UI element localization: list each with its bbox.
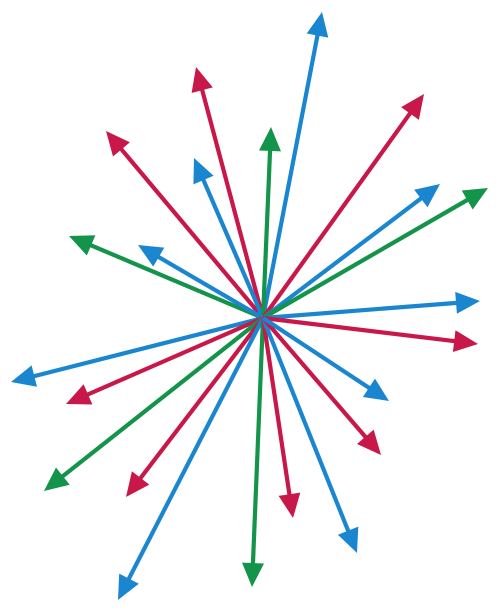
arrow-blue-w: [11, 315, 264, 387]
arrow-green-wnw: [69, 235, 264, 320]
arrow-red-nw: [106, 131, 265, 320]
arrow-shaft: [261, 316, 370, 442]
arrow-shaft: [58, 316, 265, 481]
arrow-shaft: [260, 317, 293, 499]
arrow-green-sw: [44, 316, 265, 491]
arrow-head: [138, 245, 165, 267]
arrow-green-s: [242, 317, 266, 587]
arrow-green-ene: [261, 188, 488, 320]
arrow-shaft: [199, 175, 265, 319]
arrow-shaft: [260, 146, 273, 319]
arrow-shaft: [83, 316, 264, 398]
arrow-red-sw: [126, 316, 265, 497]
arrow-shaft: [262, 300, 461, 321]
arrow-shaft: [125, 317, 265, 584]
arrow-red-nnw: [191, 67, 266, 319]
arrow-shaft: [29, 315, 264, 380]
arrow-shaft: [261, 317, 352, 536]
arrow-shaft: [199, 85, 266, 319]
arrow-head: [362, 378, 389, 401]
arrow-head: [401, 94, 424, 120]
arrow-head: [306, 12, 329, 38]
arrow-shaft: [136, 316, 265, 483]
arrow-shaft: [261, 108, 415, 320]
arrow-head: [106, 131, 130, 157]
arrow-blue-ene: [261, 184, 440, 320]
arrow-head: [193, 158, 214, 185]
arrow-head: [452, 330, 478, 352]
arrow-head: [278, 492, 301, 518]
arrow-head: [191, 67, 213, 93]
arrow-shaft: [261, 316, 374, 392]
arrow-blue-nw-inner: [193, 158, 265, 319]
arrow-red-ne: [261, 94, 424, 320]
arrow-shaft: [117, 144, 265, 320]
arrow-head: [69, 235, 96, 256]
arrow-red-se: [261, 316, 381, 455]
arrow-red-s: [260, 317, 301, 518]
arrow-head: [455, 291, 480, 314]
arrow-head: [242, 562, 264, 587]
arrow-head: [461, 188, 488, 210]
arrow-shaft: [260, 31, 321, 319]
arrow-head: [126, 471, 150, 497]
arrow-head: [66, 384, 93, 405]
arrow-green-n: [259, 127, 281, 319]
arrow-blue-ese: [261, 316, 389, 401]
arrow-head: [414, 184, 440, 208]
arrow-red-wsw: [66, 316, 264, 405]
arrow-blue-n: [260, 12, 329, 319]
arrow-shaft: [250, 317, 266, 568]
arrow-shaft: [261, 196, 472, 320]
arrow-blue-e: [262, 291, 480, 321]
arrows-group: [11, 12, 488, 600]
arrow-blue-ssw: [118, 317, 265, 600]
arrow-head: [337, 526, 359, 553]
arrow-head: [11, 365, 37, 387]
arrow-shaft: [262, 315, 459, 344]
arrow-red-e: [262, 315, 478, 352]
arrow-head: [118, 573, 139, 600]
arrow-blue-sse: [261, 317, 359, 553]
arrow-head: [357, 429, 381, 455]
arrow-shaft: [261, 194, 426, 320]
arrow-head: [259, 127, 281, 152]
arrow-head: [44, 467, 70, 491]
arrow-shaft: [154, 253, 265, 320]
arrow-shaft: [86, 241, 264, 320]
arrow-blue-wnw: [138, 245, 265, 320]
